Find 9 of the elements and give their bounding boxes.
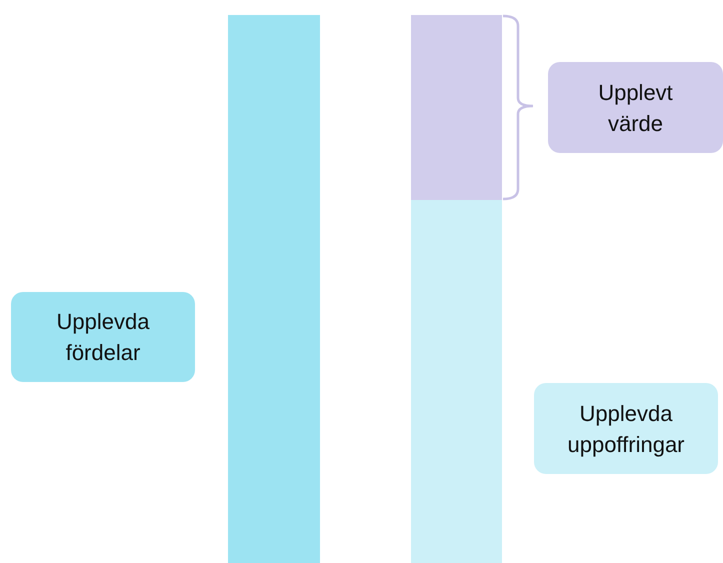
box-label: Upplevt värde	[597, 78, 674, 138]
bar	[228, 15, 320, 563]
box-label: Upplevda uppoffringar	[566, 400, 686, 459]
label-box	[534, 383, 718, 474]
label-box	[11, 292, 195, 382]
label-box	[548, 62, 723, 153]
box-label: Upplevda fördelar	[56, 308, 150, 367]
bar-segment	[411, 200, 502, 563]
bar-segment	[411, 15, 502, 200]
